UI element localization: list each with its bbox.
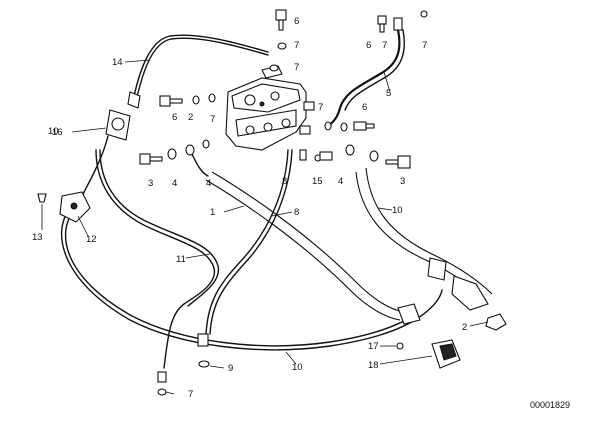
brake-hose-16	[79, 91, 141, 201]
callout-4-left-2: 4	[206, 178, 211, 189]
brake-pipe-14	[133, 34, 269, 98]
callout-8-center: 8	[282, 176, 287, 187]
callout-labels: 14 16 13 12 11 1 8 10 10 2 17 18 9 7 5 1…	[32, 16, 467, 400]
callout-1: 1	[210, 207, 215, 218]
document-number: 00001829	[530, 400, 570, 410]
callout-7-top-1: 7	[294, 40, 299, 51]
callout-3-left: 3	[148, 178, 153, 189]
brake-hose-1	[189, 149, 405, 321]
callout-leaders	[41, 59, 489, 395]
pressure-modulator-block	[225, 65, 315, 151]
callout-6-upper-right: 6	[366, 40, 371, 51]
brake-pipe-8	[205, 149, 293, 335]
callout-7-upper-right: 7	[382, 40, 387, 51]
callout-14: 14	[112, 57, 123, 68]
brake-pipe-10-lower	[60, 205, 443, 351]
bracket-18	[431, 339, 461, 369]
hollow-bolts-and-seals	[37, 9, 507, 396]
callout-2-left: 2	[188, 112, 193, 123]
pipe-clamp	[397, 303, 421, 325]
callout-4-right: 4	[338, 176, 343, 187]
callout-4-left-1: 4	[172, 178, 177, 189]
callout-5: 5	[386, 88, 391, 99]
callout-7-top-2: 7	[294, 62, 299, 73]
brake-hose-5	[326, 17, 405, 128]
callout-10-bottom: 10	[292, 362, 303, 373]
distribution-piece-12	[59, 191, 91, 223]
callout-17: 17	[368, 341, 379, 352]
callout-7-right: 7	[318, 102, 323, 113]
callout-6-right: 6	[362, 102, 367, 113]
callout-15: 15	[312, 176, 323, 187]
callout-6-left: 6	[172, 112, 177, 123]
callout-7-left: 7	[210, 114, 215, 125]
callout-7-far-right: 7	[422, 40, 427, 51]
callout-7-bottom: 7	[188, 389, 193, 400]
callout-12: 12	[86, 234, 97, 245]
callout-11: 11	[176, 254, 186, 265]
callout-9: 9	[228, 363, 233, 374]
callout-6-top: 6	[294, 16, 299, 27]
callout-2: 2	[462, 322, 467, 333]
brake-pipe-11	[95, 149, 220, 369]
callout-13: 13	[32, 232, 43, 243]
callout-10-left: 10	[48, 126, 59, 137]
callout-10-right: 10	[392, 205, 403, 216]
callout-8: 8	[294, 207, 299, 218]
callout-18: 18	[368, 360, 379, 371]
callout-3-right: 3	[400, 176, 405, 187]
callout-16: 16	[52, 127, 63, 138]
brake-hose-10-right	[355, 167, 493, 311]
